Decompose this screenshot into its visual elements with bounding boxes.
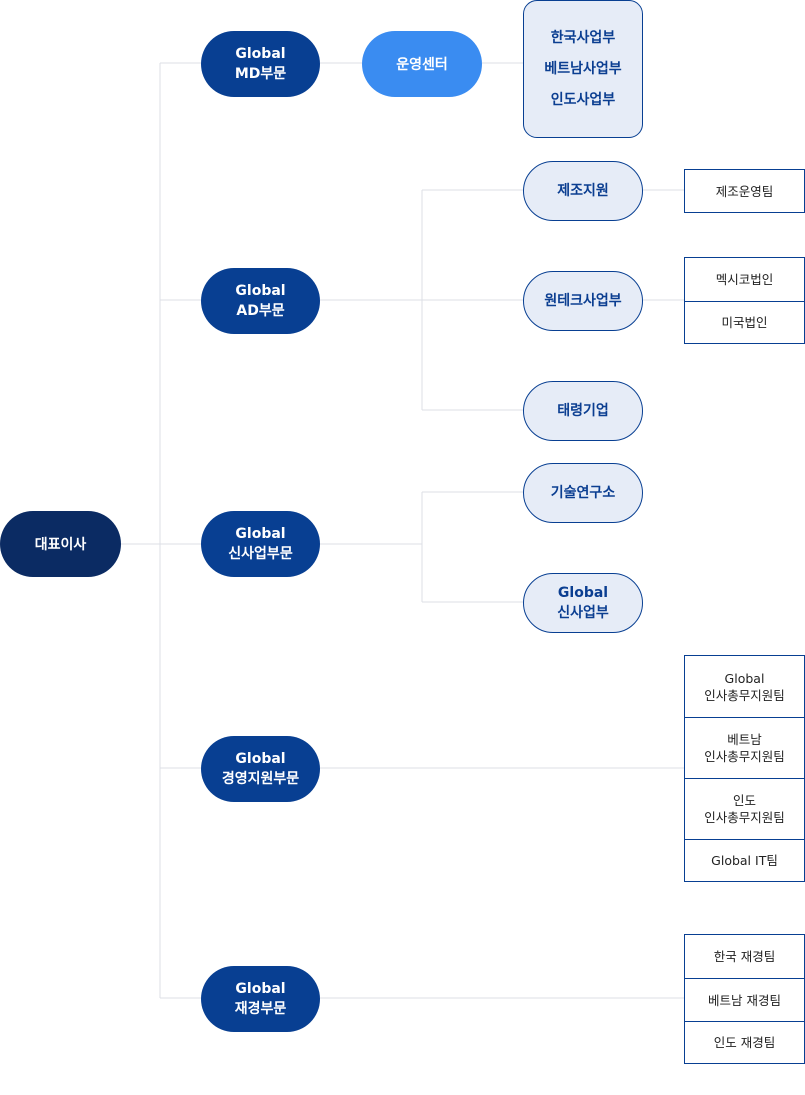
business-unit-korea: 한국사업부 — [550, 29, 616, 46]
team-india-finance: 인도 재경팀 — [685, 1021, 804, 1063]
team-global-it: Global IT팀 — [685, 839, 804, 881]
unit-wontech: 원테크사업부 — [523, 271, 643, 331]
finance-teams-group: 한국 재경팀 베트남 재경팀 인도 재경팀 — [684, 934, 805, 1064]
subsidiary-mexico: 멕시코법인 — [715, 272, 774, 287]
manufacturing-ops-team-group: 제조운영팀 — [684, 169, 805, 213]
team-vietnam-finance: 베트남 재경팀 — [685, 978, 804, 1021]
wontech-subsidiaries-group: 멕시코법인 미국법인 — [684, 257, 805, 344]
management-teams-group: Global 인사총무지원팀 베트남 인사총무지원팀 인도 인사총무지원팀 Gl… — [684, 655, 805, 882]
ceo-node: 대표이사 — [0, 511, 121, 577]
division-global-management: Global 경영지원부문 — [201, 736, 320, 802]
unit-global-newbiz: Global 신사업부 — [523, 573, 643, 633]
team-global-hr-admin: Global 인사총무지원팀 — [704, 670, 785, 703]
subsidiary-usa: 미국법인 — [685, 301, 804, 343]
division-global-md: Global MD부문 — [201, 31, 320, 97]
unit-taeryung: 태령기업 — [523, 381, 643, 441]
division-global-newbiz: Global 신사업부문 — [201, 511, 320, 577]
md-business-units-box: 한국사업부 베트남사업부 인도사업부 — [523, 0, 643, 138]
business-unit-vietnam: 베트남사업부 — [544, 60, 622, 77]
team-korea-finance: 한국 재경팀 — [713, 949, 776, 964]
business-unit-india: 인도사업부 — [550, 91, 616, 108]
team-vietnam-hr-admin: 베트남 인사총무지원팀 — [685, 717, 804, 778]
operation-center-node: 운영센터 — [362, 31, 482, 97]
unit-rnd-center: 기술연구소 — [523, 463, 643, 523]
unit-manufacturing-support: 제조지원 — [523, 161, 643, 221]
division-global-finance: Global 재경부문 — [201, 966, 320, 1032]
division-global-ad: Global AD부문 — [201, 268, 320, 334]
team-india-hr-admin: 인도 인사총무지원팀 — [685, 778, 804, 839]
team-manufacturing-ops: 제조운영팀 — [715, 183, 774, 199]
